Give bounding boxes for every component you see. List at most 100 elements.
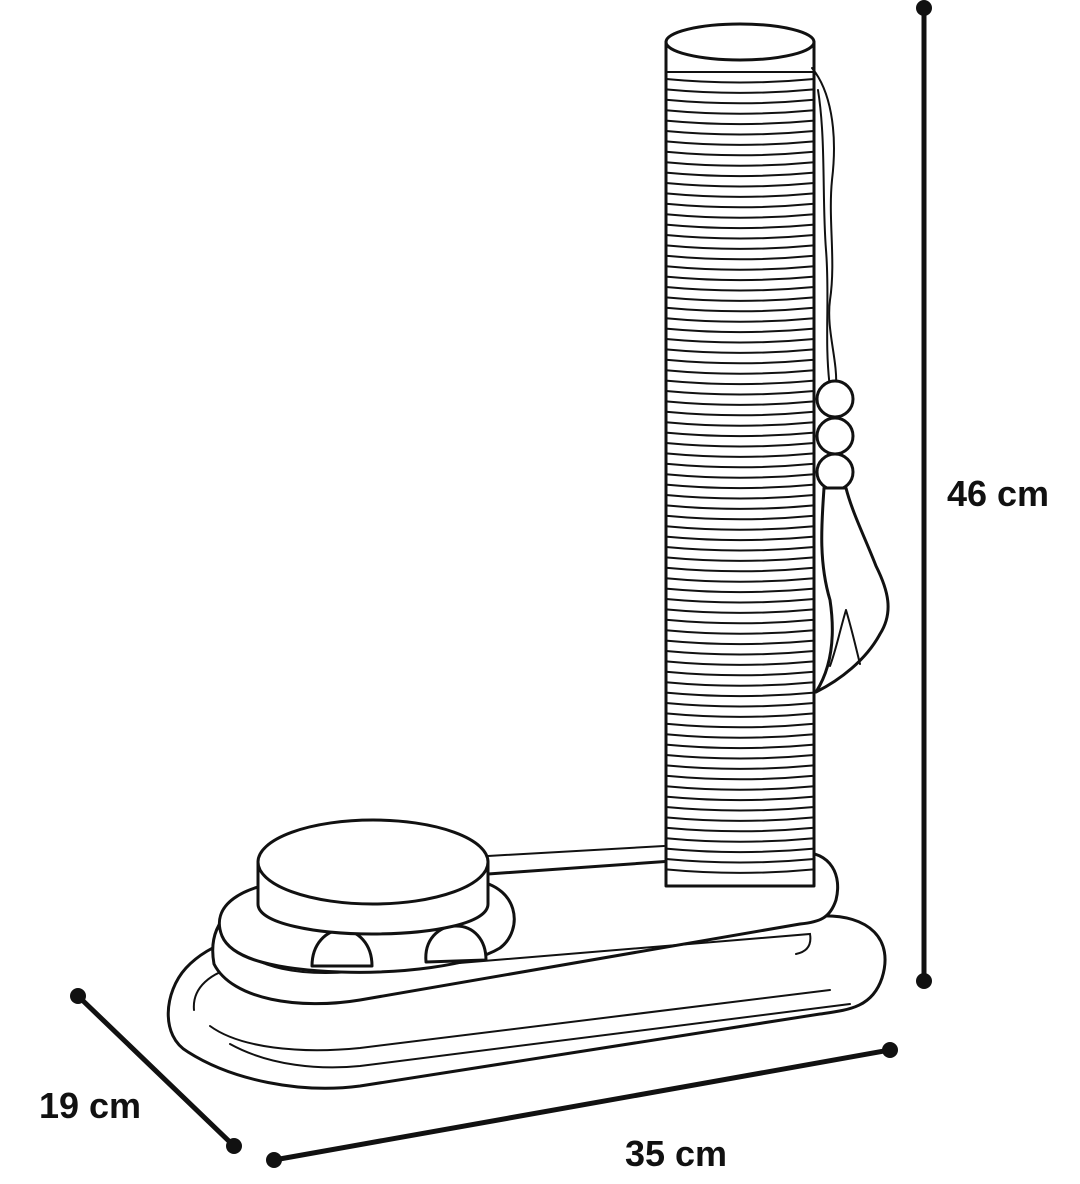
sisal-ring (665, 754, 815, 760)
sisal-ring (665, 816, 815, 822)
sisal-ring (665, 171, 815, 178)
sisal-ring (665, 338, 815, 344)
base-connector-line (487, 845, 665, 857)
sisal-ring (665, 119, 815, 126)
depth-dimension-dot-top (70, 988, 86, 1004)
hanging-toy-string (811, 67, 838, 389)
sisal-ring (665, 733, 815, 739)
sisal-ring (665, 473, 815, 479)
sisal-ring (665, 868, 815, 874)
sisal-ring (665, 213, 815, 219)
sisal-ring (665, 639, 815, 646)
sisal-ring (665, 785, 815, 791)
width-dimension-line (271, 1047, 893, 1163)
sisal-ring (665, 452, 815, 458)
toy-bead-top (815, 379, 855, 419)
product-illustration (166, 22, 890, 1090)
sisal-ring (665, 847, 815, 854)
sisal-ring (665, 670, 815, 677)
sisal-ring (665, 483, 815, 490)
sisal-ring (665, 608, 815, 614)
sisal-ring (665, 358, 815, 365)
sisal-ring (665, 837, 815, 843)
sisal-ring (665, 306, 815, 313)
sisal-ring (665, 629, 815, 635)
sisal-ring (665, 390, 815, 396)
width-dimension-dot-left (266, 1152, 282, 1168)
sisal-ring (665, 234, 815, 240)
sisal-ring (665, 369, 815, 375)
sisal-ring (665, 421, 815, 427)
sisal-ring (665, 660, 815, 666)
sisal-ring (665, 587, 815, 594)
sisal-ring (665, 275, 815, 282)
sisal-ring (665, 327, 815, 334)
sisal-ring (665, 223, 815, 230)
sisal-ring (665, 192, 815, 198)
height-dimension-dot-top (916, 0, 932, 16)
sisal-ring (665, 546, 815, 552)
depth-dimension: 19 cm (39, 988, 242, 1154)
sisal-ring (665, 182, 815, 188)
toy-bead-bottom (815, 452, 855, 492)
sisal-ring (665, 348, 815, 354)
sisal-ring (665, 722, 815, 729)
sisal-ring (665, 161, 815, 167)
height-dimension-dot-bottom (916, 973, 932, 989)
sisal-ring (665, 618, 815, 625)
depth-dimension-line (75, 993, 237, 1149)
sisal-ring (665, 681, 815, 687)
toy-cover-top (256, 818, 490, 906)
sisal-ring (665, 774, 815, 781)
sisal-ring (665, 494, 815, 500)
sisal-ring (665, 317, 815, 323)
sisal-ring (665, 410, 815, 417)
sisal-ring (665, 442, 815, 448)
base-lower-inner-rim-2 (229, 1003, 851, 1069)
sisal-ring (665, 254, 815, 261)
sisal-ring (665, 650, 815, 656)
sisal-ring (665, 858, 815, 864)
sisal-rope-rings (665, 78, 815, 874)
width-dimension: 35 cm (266, 1042, 898, 1174)
sisal-ring (665, 826, 815, 833)
post-top-cap (664, 22, 816, 62)
sisal-ring (665, 400, 815, 406)
toy-feather-tassel (814, 486, 890, 694)
sisal-ring (665, 806, 815, 812)
sisal-ring (665, 88, 815, 94)
sisal-ring (665, 265, 815, 271)
toy-bead-middle (815, 416, 855, 456)
sisal-ring (665, 244, 815, 250)
sisal-ring (665, 712, 815, 718)
height-dimension: 46 cm (916, 0, 1049, 989)
sisal-ring (665, 109, 815, 115)
sisal-ring (665, 379, 815, 386)
sisal-ring (665, 514, 815, 521)
sisal-ring (665, 702, 815, 708)
sisal-ring (665, 764, 815, 770)
sisal-ring (665, 431, 815, 438)
width-dimension-dot-right (882, 1042, 898, 1058)
toy-feather-detail (829, 609, 861, 667)
sisal-ring (665, 462, 815, 469)
sisal-ring (665, 691, 815, 698)
sisal-ring (665, 296, 815, 302)
hanging-toy-string-2 (817, 89, 831, 389)
sisal-ring (665, 504, 815, 510)
sisal-ring (665, 577, 815, 583)
sisal-ring (665, 795, 815, 802)
sisal-ring (665, 78, 815, 84)
width-dimension-label: 35 cm (625, 1133, 727, 1174)
sisal-ring (665, 130, 815, 136)
sisal-ring (665, 202, 815, 209)
sisal-ring (665, 525, 815, 531)
sisal-ring (665, 743, 815, 750)
sisal-ring (665, 556, 815, 562)
sisal-ring (665, 150, 815, 157)
sisal-ring (665, 140, 815, 146)
sisal-ring (665, 535, 815, 542)
sisal-ring (665, 286, 815, 292)
height-dimension-label: 46 cm (947, 473, 1049, 514)
